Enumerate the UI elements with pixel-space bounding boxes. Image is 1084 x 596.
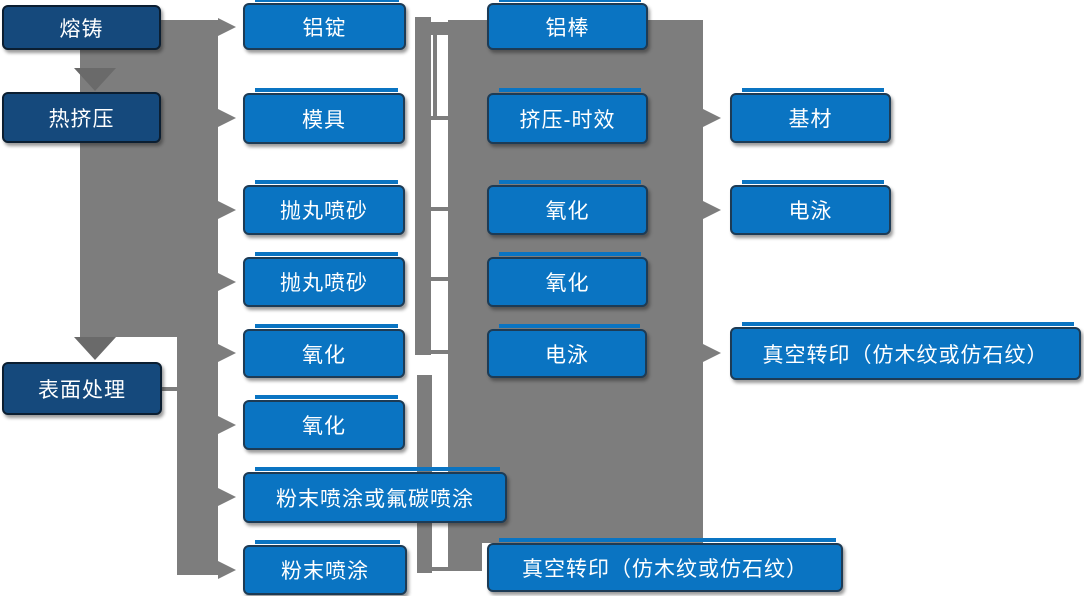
node-extrusion-aging: 挤压-时效 [487, 88, 648, 144]
arrow-to-electrophoresis-out [703, 201, 721, 219]
connector-mid-bar-upper [415, 17, 431, 355]
connector-stub-oxidation-row [431, 207, 448, 211]
arrow-to-shot-blasting-2 [218, 273, 236, 291]
arrow-to-substrate [703, 109, 721, 127]
arrow-to-powder-or-fluorocarbon [218, 488, 236, 506]
arrow-to-mold [218, 109, 236, 127]
connector-stub-bottom-row [432, 567, 448, 571]
node-aluminum-ingot: 铝锭 [243, 0, 406, 50]
connector-bracket-line [433, 30, 437, 118]
arrow-to-aluminum-ingot [218, 18, 236, 36]
node-oxidation-3: 氧化 [487, 180, 648, 235]
node-electrophoresis-2: 电泳 [730, 180, 891, 235]
node-vacuum-transfer-print-2: 真空转印（仿木纹或仿石纹） [730, 322, 1081, 380]
arrow-to-oxidation-1 [218, 344, 236, 362]
connector-stub-electrophoresis-row [431, 350, 448, 354]
node-aluminum-rod: 铝棒 [487, 0, 648, 50]
node-powder-or-fluorocarbon-coating: 粉末喷涂或氟碳喷涂 [243, 467, 507, 523]
node-melting-casting: 熔铸 [2, 5, 161, 50]
connector-left-stem [177, 337, 218, 575]
arrow-down-to-surface-treatment [74, 337, 116, 360]
arrow-to-shot-blasting-1 [218, 201, 236, 219]
node-hot-extrusion: 热挤压 [2, 92, 161, 143]
connector-stub-surface-treatment [162, 387, 178, 391]
arrow-to-oxidation-2 [218, 416, 236, 434]
node-electrophoresis-1: 电泳 [487, 324, 647, 378]
node-mold: 模具 [243, 88, 405, 144]
node-oxidation-1: 氧化 [243, 324, 405, 378]
connector-stub-oxidation2-row [431, 277, 448, 281]
arrow-to-vacuum-transfer-out [703, 344, 721, 362]
node-shot-blasting-2: 抛丸喷砂 [243, 252, 405, 307]
node-substrate: 基材 [730, 88, 891, 143]
node-oxidation-2: 氧化 [243, 395, 405, 450]
node-powder-coating: 粉末喷涂 [243, 540, 407, 595]
connector-center-block-foot [448, 543, 482, 571]
node-shot-blasting-1: 抛丸喷砂 [243, 180, 405, 235]
node-vacuum-transfer-print-1: 真空转印（仿木纹或仿石纹） [487, 538, 843, 592]
connector-stub-mold-row [431, 116, 448, 120]
node-surface-treatment: 表面处理 [2, 362, 162, 415]
node-oxidation-4: 氧化 [487, 252, 648, 307]
arrow-down-to-hot-extrusion [74, 68, 116, 91]
arrow-to-powder-coating [218, 561, 236, 579]
